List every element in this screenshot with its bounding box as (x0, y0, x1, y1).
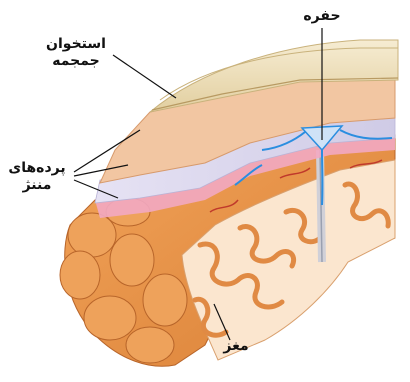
brain-label: مغز (216, 338, 256, 355)
meninges-label-line2: مننژ (2, 177, 72, 194)
meninges-label-line1: پرده‌های (2, 160, 72, 177)
fossa-label: حفره (300, 8, 344, 25)
meninges-label: پرده‌های مننژ (2, 160, 72, 194)
skull-leader (113, 55, 176, 98)
skull-label-line2: جمجمه (36, 53, 116, 70)
skull-label-line1: استخوان (36, 36, 116, 53)
skull-label: استخوان جمجمه (36, 36, 116, 70)
